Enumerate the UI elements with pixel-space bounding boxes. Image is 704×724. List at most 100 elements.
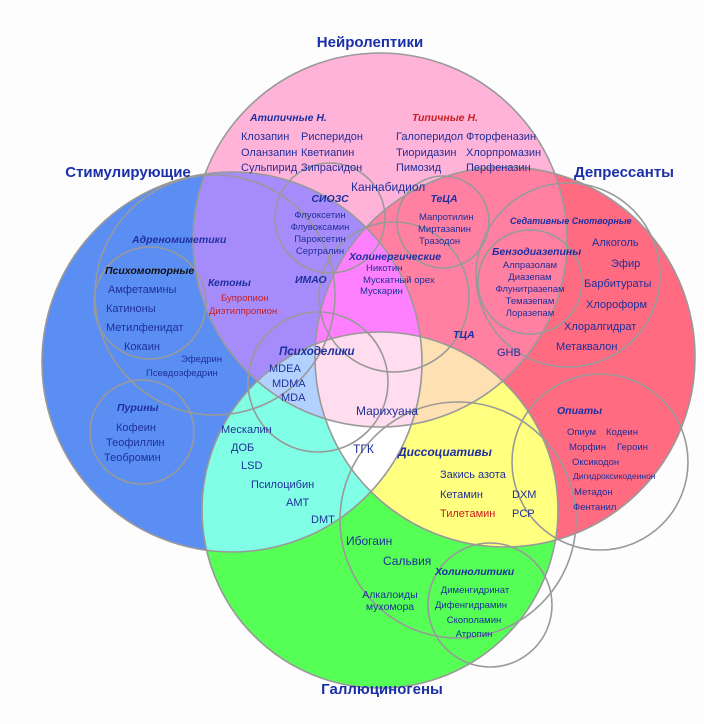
item: ДОБ (231, 442, 254, 454)
item: PCP (512, 508, 535, 520)
item: Метадон (574, 487, 613, 498)
item: Мескалин (221, 424, 272, 436)
opiates-ring (511, 373, 689, 551)
item: Кетамин (440, 489, 483, 501)
item: Кофеин (116, 422, 156, 434)
item: АМТ (286, 497, 310, 509)
item: Алпразолам (503, 260, 557, 271)
item: Флуоксетин (294, 210, 345, 221)
item: Закись азота (440, 469, 507, 481)
item: Морфин (569, 442, 606, 453)
item: Никотин (366, 263, 402, 274)
psychedelics-label: Психоделики (279, 346, 355, 358)
neuro-dep-region (315, 167, 567, 427)
item: Кокаин (124, 341, 160, 353)
item: Каннабидиол (351, 180, 425, 194)
depressants-title: Депрессанты (574, 164, 674, 181)
ssri-label: СИОЗС (311, 193, 349, 205)
item: Дименгидринат (441, 585, 510, 596)
item: мухомора (366, 601, 414, 613)
item: Метаквалон (556, 341, 617, 353)
hallucinogens-title: Галлюциногены (321, 681, 443, 698)
typical-label: Типичные Н. (412, 112, 478, 124)
purines-label: Пурины (117, 402, 159, 414)
benzodiazepines-label: Бензодиазепины (492, 246, 581, 258)
item: Героин (617, 442, 648, 453)
opiates-label: Опиаты (557, 405, 602, 417)
item: DMT (311, 514, 335, 526)
item: Миртазапин (418, 224, 471, 235)
item: Метилфенидат (106, 322, 183, 334)
item: Галоперидол (396, 131, 463, 143)
item: LSD (241, 460, 262, 472)
item: Псевдоэфедрин (146, 368, 218, 379)
item: Сертралин (296, 246, 344, 257)
item: Атропин (456, 629, 493, 640)
item: Хлорпромазин (466, 147, 541, 159)
teca-label: ТеЦА (430, 193, 457, 205)
item: Барбитураты (584, 278, 651, 290)
item: Теофиллин (106, 437, 165, 449)
item: Пароксетин (294, 234, 346, 245)
item: Эфедрин (181, 354, 222, 365)
item: Зипрасидон (301, 162, 362, 174)
item: Марихуана (356, 404, 418, 418)
item: Пимозид (396, 162, 442, 174)
ketones-label: Кетоны (208, 277, 251, 289)
item: Рисперидон (301, 131, 363, 143)
item: ТГК (353, 442, 374, 456)
atypical-label: Атипичные Н. (249, 112, 327, 124)
item: Мускарин (360, 286, 403, 297)
item: MDEA (269, 363, 301, 375)
cholinergic-label: Холинергические (348, 251, 441, 263)
item: Диэтилпропион (209, 306, 277, 317)
item: Мапротилин (419, 212, 474, 223)
item: Алкоголь (592, 237, 639, 249)
item: Тиоридазин (396, 147, 456, 159)
item: Лоразепам (506, 308, 554, 319)
item: Сальвия (383, 554, 431, 568)
stimulants-outline (41, 171, 423, 553)
ssri-ring (274, 162, 386, 274)
item: Хлоралгидрат (564, 321, 636, 333)
item: Алкалоиды (362, 589, 417, 601)
item: Ибогаин (346, 534, 392, 548)
item: Катиноны (106, 303, 156, 315)
item: Псилоцибин (251, 479, 314, 491)
benzodiazepines-ring (477, 229, 583, 335)
item: MDA (281, 392, 306, 404)
item: Дигидроксикодеинон (573, 471, 656, 481)
item: Тилетамин (440, 508, 495, 520)
item: Сульпирид (241, 162, 298, 174)
item: DXM (512, 489, 536, 501)
neuroleptics-title: Нейролептики (317, 34, 423, 51)
maoi-label: ИМАО (295, 274, 327, 286)
cholinergic-ring (318, 221, 470, 373)
psychomotor-label: Психомоторные (105, 265, 194, 277)
item: Хлороформ (586, 299, 647, 311)
item: Перфеназин (466, 162, 531, 174)
item: Эфир (611, 258, 640, 270)
item: Оланзапин (241, 147, 297, 159)
item: Скополамин (447, 615, 502, 626)
depressants-outline (314, 166, 696, 548)
dissociatives-ring (339, 401, 577, 639)
item: Темазепам (506, 296, 555, 307)
hallucinogens-outline (201, 331, 559, 689)
item: Мускатный орех (363, 275, 435, 286)
item: Оксикодон (572, 457, 619, 468)
psychedelics-ring (247, 311, 389, 453)
anticholinergics-ring (427, 542, 553, 668)
anticholinergics-label: Холинолитики (434, 566, 515, 578)
item: Фентанил (573, 502, 616, 513)
stimulants-title: Стимулирующие (65, 164, 191, 181)
item: Фторфеназин (466, 131, 536, 143)
dissociatives-label: Диссоциативы (397, 445, 493, 459)
item: GHB (497, 347, 521, 359)
item: Кветиапин (301, 147, 354, 159)
tca-label: ТЦА (453, 329, 475, 341)
item: Флунитразепам (495, 284, 564, 295)
item: Тразодон (419, 236, 460, 247)
item: Флувоксамин (291, 222, 350, 233)
